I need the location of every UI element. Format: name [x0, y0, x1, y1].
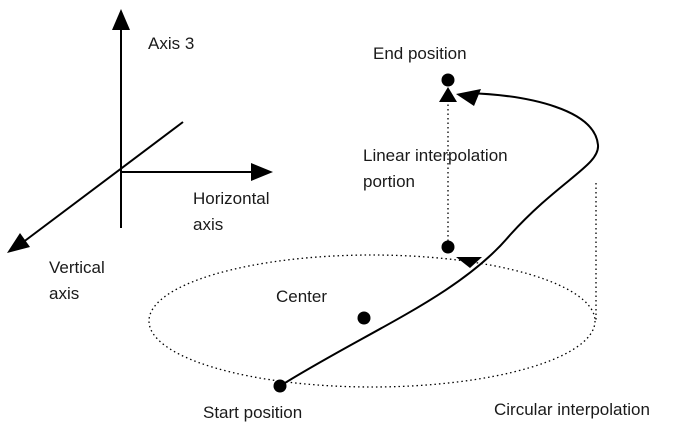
helical-path [279, 92, 600, 387]
axis3-label: Axis 3 [148, 34, 194, 53]
horizontal-axis-label-line1: Horizontal [193, 189, 270, 208]
vertical-axis-label-line2: axis [49, 284, 79, 303]
coordinate-axes [21, 26, 252, 244]
linear-start-point [441, 240, 455, 254]
axis3-arrowhead [112, 9, 130, 30]
end-position-label: End position [373, 44, 467, 63]
end-position-point [441, 73, 455, 87]
end-arrowhead-right [456, 89, 481, 106]
vertical-axis-label-line1: Vertical [49, 258, 105, 277]
vertical-axis-arrowhead [7, 233, 30, 253]
center-point [357, 311, 371, 325]
center-label: Center [276, 287, 327, 306]
vertical-axis-line [21, 121, 184, 244]
start-position-label: Start position [203, 403, 302, 422]
horizontal-axis-label-line2: axis [193, 215, 223, 234]
horizontal-axis-arrowhead [251, 163, 273, 181]
linear-interpolation-label-line2: portion [363, 172, 415, 191]
circular-interpolation-label: Circular interpolation [494, 400, 650, 419]
circular-interpolation-ellipse [148, 254, 596, 388]
start-position-point [273, 379, 287, 393]
mid-arrowhead-down [456, 257, 482, 268]
linear-interpolation-label-line1: Linear interpolation [363, 146, 508, 165]
end-arrowhead-up [439, 87, 457, 102]
